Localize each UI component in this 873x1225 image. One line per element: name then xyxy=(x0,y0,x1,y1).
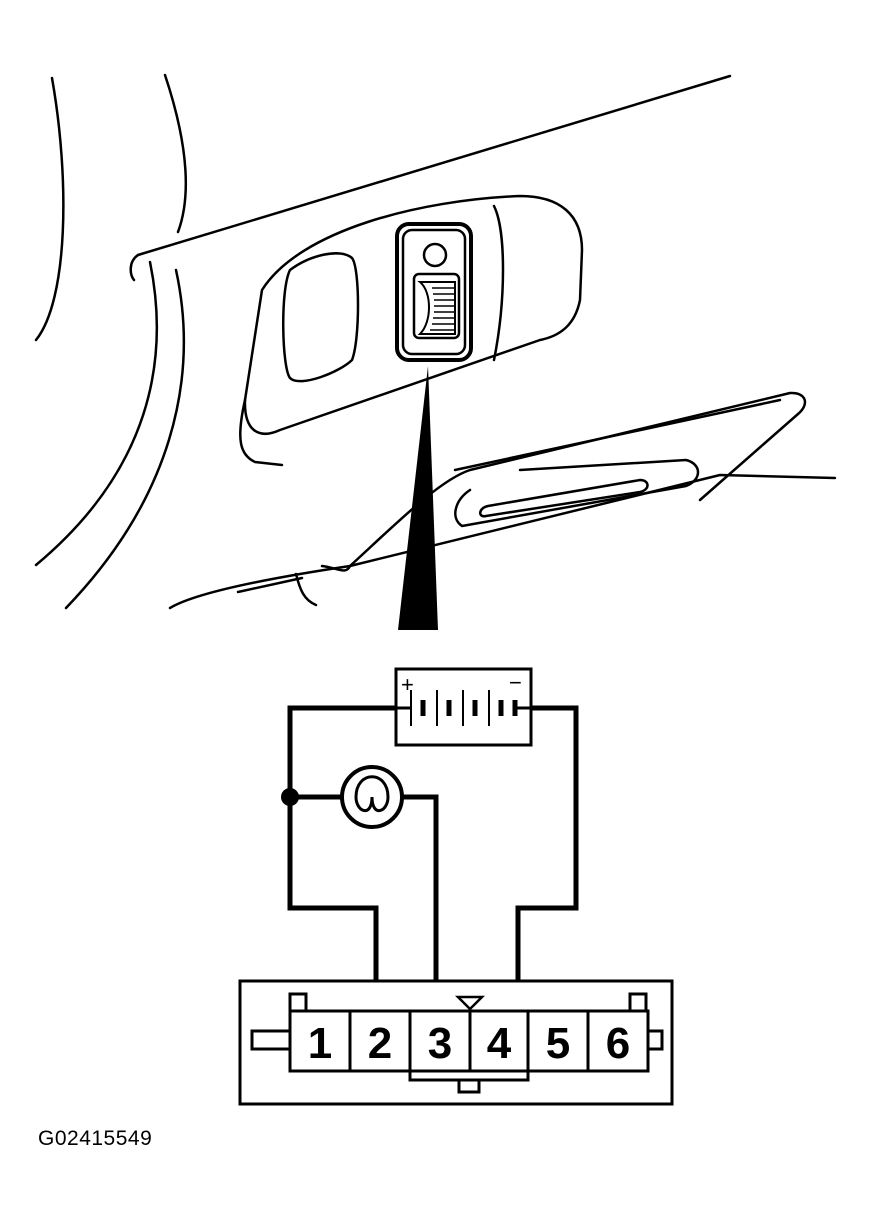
pin-cell-6 xyxy=(586,1009,650,1073)
pin-label-2: 2 xyxy=(368,1019,392,1068)
test-lamp-symbol xyxy=(340,765,404,829)
thumbwheel-icon xyxy=(412,272,461,340)
battery-minus-label: − xyxy=(509,670,522,695)
dashboard-illustration xyxy=(34,73,837,610)
wire-negative xyxy=(515,705,579,990)
callout-pointer xyxy=(398,366,438,630)
key-triangle-icon xyxy=(454,995,486,1011)
wire-lamp-pin3 xyxy=(402,794,439,990)
filament-icon xyxy=(354,775,390,812)
wire-positive xyxy=(287,705,398,990)
connector: 1 2 3 4 5 6 xyxy=(238,979,674,1106)
figure-id: G02415549 xyxy=(38,1127,153,1150)
pin-label-5: 5 xyxy=(546,1019,570,1068)
pin-label-6: 6 xyxy=(606,1019,630,1068)
pin-label-1: 1 xyxy=(308,1019,332,1068)
pin-cell-1 xyxy=(288,1009,352,1073)
pin-cell-3 xyxy=(408,1009,472,1073)
pin-cell-4 xyxy=(468,1009,530,1073)
junction-dot xyxy=(281,788,299,806)
battery-symbol: + − xyxy=(394,667,533,747)
pin-label-3: 3 xyxy=(428,1019,452,1068)
pin-cell-5 xyxy=(526,1009,590,1073)
indicator-light-icon xyxy=(422,242,448,268)
pin-label-4: 4 xyxy=(487,1019,512,1068)
circuit xyxy=(287,705,579,990)
dimmer-switch xyxy=(395,222,473,362)
